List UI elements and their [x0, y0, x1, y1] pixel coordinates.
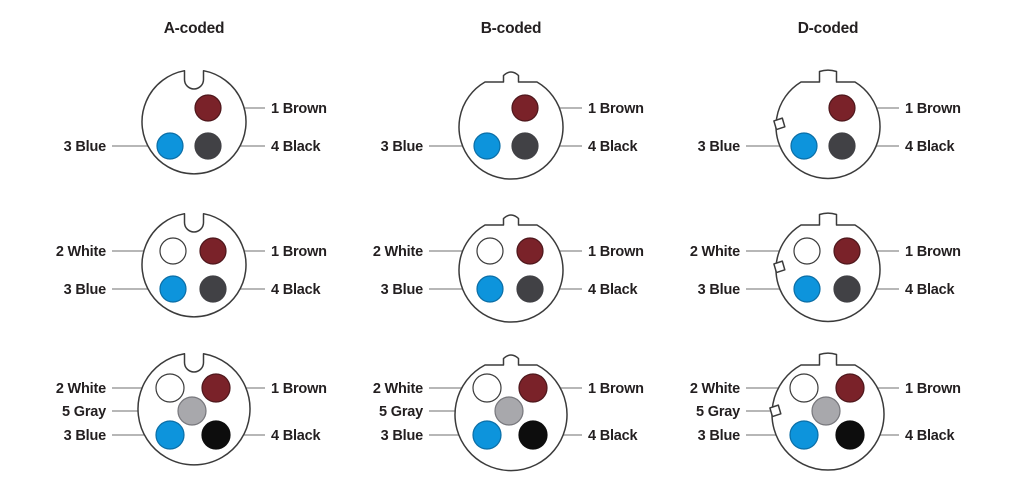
column-header-d-coded: D-coded — [798, 20, 859, 37]
pin-1-brown — [828, 94, 856, 122]
connector-body-outline — [458, 214, 564, 323]
column-header-b-coded: B-coded — [481, 20, 542, 37]
column-header-a-coded: A-coded — [164, 20, 225, 37]
pin-2-white — [159, 237, 187, 265]
pin-label-4-black: 4 Black — [271, 428, 322, 444]
pin-label-4-black: 4 Black — [588, 428, 639, 444]
pin-label-3-blue: 3 Blue — [381, 282, 423, 298]
pin-4-black — [199, 275, 227, 303]
pin-label-2-white: 2 White — [56, 244, 106, 260]
pin-5-gray — [811, 396, 841, 426]
pin-3-blue — [155, 420, 185, 450]
pin-label-2-white: 2 White — [56, 381, 106, 397]
connector-d-coded-row-3pin: 1 Brown 4 Black 3 Blue — [698, 69, 961, 180]
connector-body-outline — [141, 212, 247, 318]
pin-label-3-blue: 3 Blue — [698, 282, 740, 298]
pin-label-3-blue: 3 Blue — [381, 428, 423, 444]
pin-label-3-blue: 3 Blue — [64, 139, 106, 155]
pin-4-black — [833, 275, 861, 303]
connector-body-outline — [775, 212, 881, 323]
connector-a-coded-row-3pin: 1 Brown 4 Black 3 Blue — [64, 69, 327, 175]
pin-label-4-black: 4 Black — [588, 139, 639, 155]
pin-4-black — [518, 420, 548, 450]
pin-2-white — [476, 237, 504, 265]
pin-2-white — [789, 373, 819, 403]
pin-label-1-brown: 1 Brown — [588, 101, 644, 117]
d-coding-left-notch — [769, 404, 782, 418]
d-coding-left-notch — [773, 117, 786, 131]
pin-label-4-black: 4 Black — [905, 139, 956, 155]
pin-3-blue — [790, 132, 818, 160]
pin-3-blue — [156, 132, 184, 160]
connector-a-coded-row-5pin: 2 White 1 Brown 5 Gray 3 Blue 4 Black — [56, 352, 327, 466]
pin-4-black — [516, 275, 544, 303]
pin-2-white — [472, 373, 502, 403]
connector-b-coded-row-4pin: 2 White 1 Brown 3 Blue 4 Black — [373, 214, 644, 323]
pin-label-1-brown: 1 Brown — [588, 244, 644, 260]
connector-d-coded-row-4pin: 2 White 1 Brown 3 Blue 4 Black — [690, 212, 961, 323]
pin-3-blue — [159, 275, 187, 303]
pin-1-brown — [518, 373, 548, 403]
pin-label-1-brown: 1 Brown — [905, 244, 961, 260]
pin-1-brown — [194, 94, 222, 122]
connector-body-outline — [141, 69, 247, 175]
pin-4-black — [828, 132, 856, 160]
pin-4-black — [511, 132, 539, 160]
pin-label-3-blue: 3 Blue — [64, 428, 106, 444]
pin-label-1-brown: 1 Brown — [588, 381, 644, 397]
pin-1-brown — [833, 237, 861, 265]
pin-4-black — [201, 420, 231, 450]
pin-label-4-black: 4 Black — [905, 282, 956, 298]
pin-label-4-black: 4 Black — [271, 139, 322, 155]
pin-label-2-white: 2 White — [373, 244, 423, 260]
pin-2-white — [155, 373, 185, 403]
pin-label-1-brown: 1 Brown — [271, 244, 327, 260]
connector-body-outline — [775, 69, 881, 180]
pin-1-brown — [201, 373, 231, 403]
connector-b-coded-row-3pin: 1 Brown 4 Black 3 Blue — [381, 71, 644, 180]
pin-label-1-brown: 1 Brown — [271, 381, 327, 397]
pin-label-3-blue: 3 Blue — [698, 428, 740, 444]
pin-2-white — [793, 237, 821, 265]
pin-label-4-black: 4 Black — [588, 282, 639, 298]
pin-4-black — [835, 420, 865, 450]
pin-1-brown — [199, 237, 227, 265]
pin-3-blue — [472, 420, 502, 450]
pin-label-3-blue: 3 Blue — [698, 139, 740, 155]
pin-5-gray — [177, 396, 207, 426]
pin-5-gray — [494, 396, 524, 426]
pin-label-5-gray: 5 Gray — [379, 404, 423, 420]
pin-label-3-blue: 3 Blue — [381, 139, 423, 155]
pin-3-blue — [476, 275, 504, 303]
pin-label-2-white: 2 White — [373, 381, 423, 397]
connector-body-outline — [458, 71, 564, 180]
pin-label-2-white: 2 White — [690, 244, 740, 260]
pin-label-1-brown: 1 Brown — [271, 101, 327, 117]
pin-label-2-white: 2 White — [690, 381, 740, 397]
pin-label-3-blue: 3 Blue — [64, 282, 106, 298]
connector-d-coded-row-5pin: 2 White 1 Brown 5 Gray 3 Blue 4 Black — [690, 352, 961, 471]
pin-1-brown — [516, 237, 544, 265]
connector-b-coded-row-5pin: 2 White 1 Brown 5 Gray 3 Blue 4 Black — [373, 354, 644, 472]
connector-a-coded-row-4pin: 2 White 1 Brown 3 Blue 4 Black — [56, 212, 327, 318]
pin-3-blue — [793, 275, 821, 303]
pin-1-brown — [511, 94, 539, 122]
pin-3-blue — [473, 132, 501, 160]
pin-label-1-brown: 1 Brown — [905, 381, 961, 397]
d-coding-left-notch — [773, 260, 786, 274]
pin-label-4-black: 4 Black — [271, 282, 322, 298]
pin-3-blue — [789, 420, 819, 450]
pin-label-5-gray: 5 Gray — [696, 404, 740, 420]
pin-label-4-black: 4 Black — [905, 428, 956, 444]
pin-label-1-brown: 1 Brown — [905, 101, 961, 117]
pin-4-black — [194, 132, 222, 160]
pin-label-5-gray: 5 Gray — [62, 404, 106, 420]
pin-1-brown — [835, 373, 865, 403]
